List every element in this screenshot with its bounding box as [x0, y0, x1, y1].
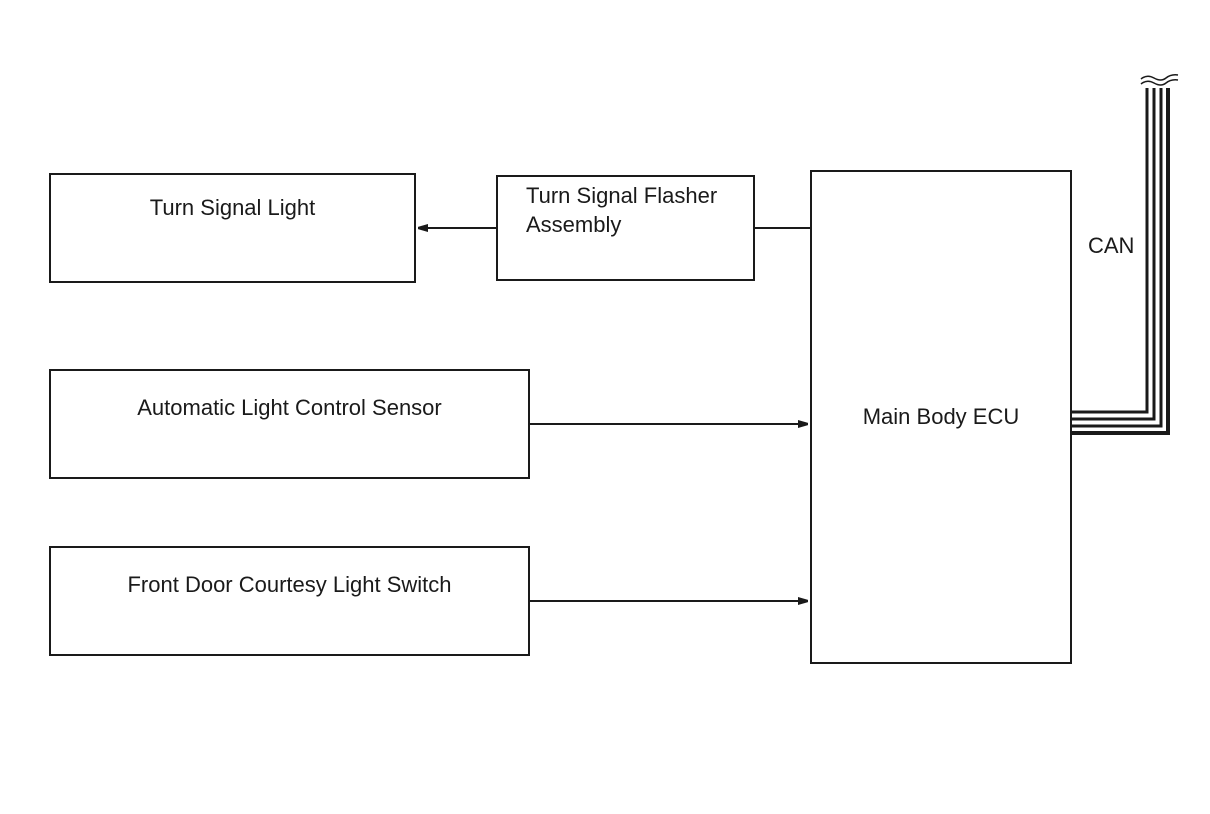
can-bus-lines	[1072, 88, 1170, 435]
main-body-ecu-label: Main Body ECU	[862, 404, 1020, 429]
turn-signal-flasher-label: Turn Signal Flasher Assembly	[526, 183, 718, 237]
wire-break-symbol	[1140, 74, 1179, 86]
main-body-ecu-block: Main Body ECU	[810, 170, 1072, 664]
can-bus-label: CAN	[1088, 233, 1135, 258]
front-door-switch-label: Front Door Courtesy Light Switch	[127, 572, 452, 597]
turn-signal-flasher-block: Turn Signal Flasher Assembly	[496, 175, 755, 281]
front-door-switch-block: Front Door Courtesy Light Switch	[49, 546, 530, 656]
turn-signal-light-block: Turn Signal Light	[49, 173, 416, 283]
automatic-light-sensor-block: Automatic Light Control Sensor	[49, 369, 530, 479]
turn-signal-light-label: Turn Signal Light	[149, 195, 316, 220]
automatic-light-sensor-label: Automatic Light Control Sensor	[137, 395, 442, 420]
